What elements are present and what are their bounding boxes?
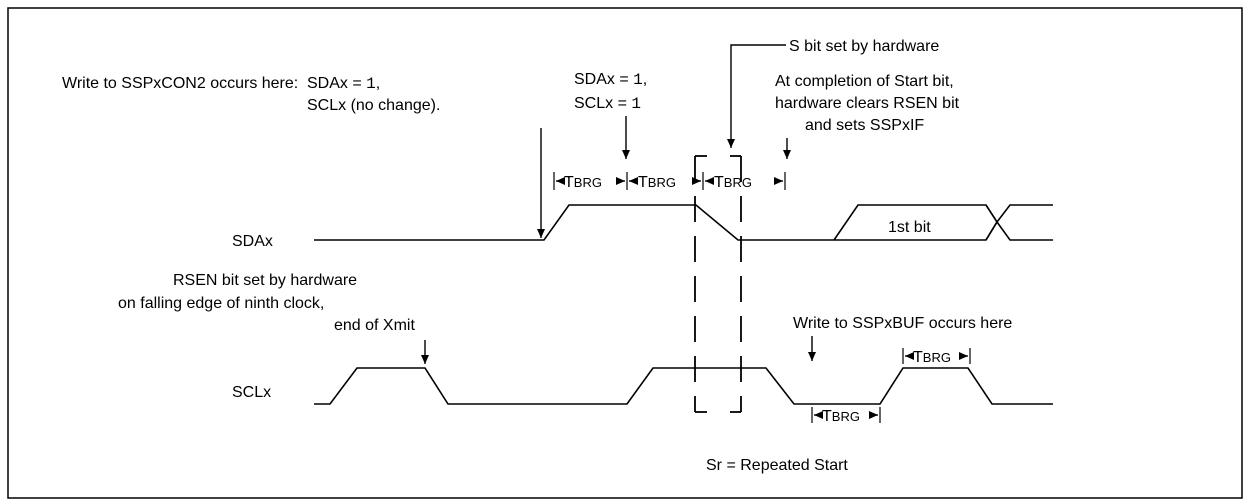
- scl-signal-label: SCLx: [232, 384, 271, 401]
- rsen-label-3: end of Xmit: [334, 317, 415, 334]
- tbrg-scl-high: TBRG: [902, 348, 971, 366]
- sda-equals-1-label: SDAx = 1,: [307, 75, 380, 93]
- sda-equals-1-top-label: SDAx = 1,: [574, 71, 647, 89]
- sda-waveform: [314, 204, 834, 241]
- completion-label-2: hardware clears RSEN bit: [775, 95, 960, 112]
- scl-waveform: [314, 367, 1053, 405]
- tbrg-label-5: TBRG: [822, 408, 860, 425]
- completion-label-1: At completion of Start bit,: [775, 73, 954, 90]
- s-bit-set-label: S bit set by hardware: [789, 38, 939, 55]
- tbrg-scl-low: TBRG: [811, 407, 881, 425]
- completion-label-3: and sets SSPxIF: [805, 117, 924, 134]
- repeated-start-caption: Sr = Repeated Start: [706, 457, 848, 474]
- rsen-label-1: RSEN bit set by hardware: [173, 272, 357, 289]
- sda-next-high: [985, 204, 1053, 224]
- s-bit-arrow: [727, 44, 786, 148]
- repeated-start-window: [694, 155, 742, 413]
- first-bit-label: 1st bit: [888, 219, 931, 236]
- scl-equals-1-label: SCLx = 1: [574, 95, 641, 113]
- tbrg-label-2: TBRG: [638, 174, 676, 191]
- scl-no-change-label: SCLx (no change).: [307, 97, 440, 114]
- tbrg-label-1: TBRG: [564, 174, 602, 191]
- write-con2-label: Write to SSPxCON2 occurs here:: [62, 75, 298, 92]
- write-buf-label: Write to SSPxBUF occurs here: [793, 315, 1012, 332]
- rsen-label-2: on falling edge of ninth clock,: [118, 295, 324, 312]
- tbrg-label-4: TBRG: [913, 349, 951, 366]
- sda-next-low: [985, 220, 1053, 241]
- figure-frame: [7, 7, 1243, 499]
- tbrg-label-3: TBRG: [714, 174, 752, 191]
- sda-signal-label: SDAx: [232, 233, 273, 250]
- tbrg-top-row: TBRG TBRG TBRG: [553, 172, 786, 191]
